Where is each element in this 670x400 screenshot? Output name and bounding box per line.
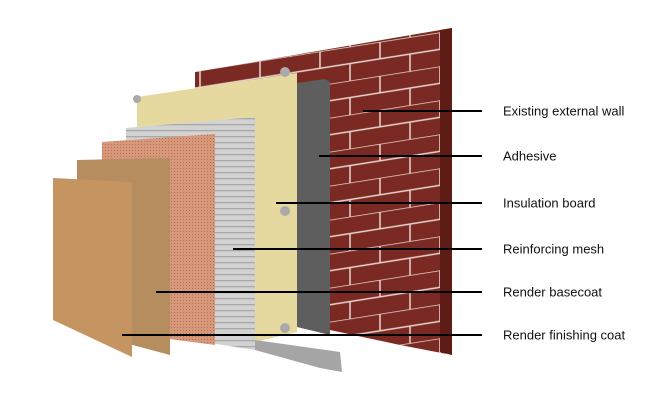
fixing-icon bbox=[280, 67, 290, 77]
label-render-basecoat: Render basecoat bbox=[503, 284, 603, 300]
fixing-icon bbox=[280, 323, 290, 333]
leader-lines bbox=[122, 110, 482, 336]
starter-track bbox=[255, 340, 342, 372]
label-render-finishing-coat: Render finishing coat bbox=[503, 327, 626, 343]
brick-wall-edge bbox=[440, 28, 452, 355]
render-finishing-coat bbox=[53, 178, 132, 357]
label-adhesive: Adhesive bbox=[503, 148, 557, 164]
label-reinforcing-mesh: Reinforcing mesh bbox=[503, 241, 605, 257]
fixing-icon bbox=[280, 206, 290, 216]
adhesive-layer bbox=[297, 79, 330, 335]
label-existing-external-wall: Existing external wall bbox=[503, 103, 625, 119]
fixing-icon bbox=[133, 95, 141, 103]
label-insulation-board: Insulation board bbox=[503, 195, 596, 211]
